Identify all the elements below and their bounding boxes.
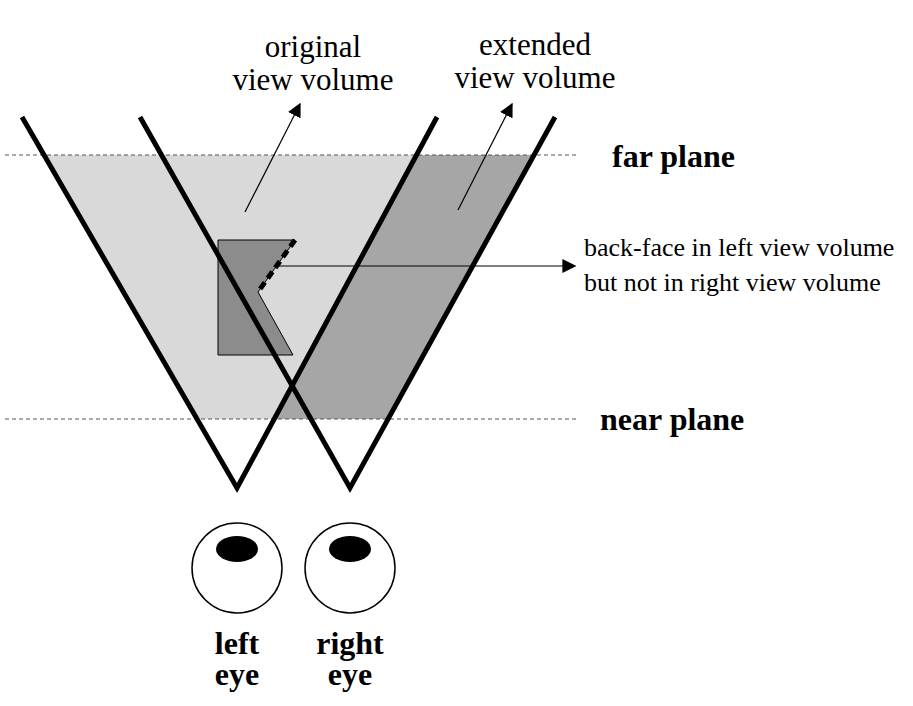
- leader-arrow: [245, 104, 300, 212]
- callout-label: extended view volume: [440, 28, 630, 94]
- leader-arrow: [458, 104, 512, 210]
- leader-arrow: [277, 265, 575, 266]
- eye-label: left eye: [199, 628, 275, 690]
- plane-label: near plane: [600, 401, 790, 437]
- extended-volume: [274, 155, 534, 419]
- left-frustum: [22, 117, 437, 488]
- callout-label: back-face in left view volume but not in…: [584, 230, 906, 300]
- pupil: [216, 536, 258, 562]
- eye-label: right eye: [310, 628, 390, 690]
- object-shape: [218, 240, 295, 355]
- eyeball: [192, 523, 282, 613]
- pupil: [329, 536, 371, 562]
- right-frustum: [140, 117, 555, 488]
- far-plane-line: [5, 155, 578, 156]
- plane-label: far plane: [612, 138, 772, 174]
- callout-label: original view volume: [213, 30, 413, 96]
- near-plane-line: [5, 419, 578, 420]
- eyeball: [305, 523, 395, 613]
